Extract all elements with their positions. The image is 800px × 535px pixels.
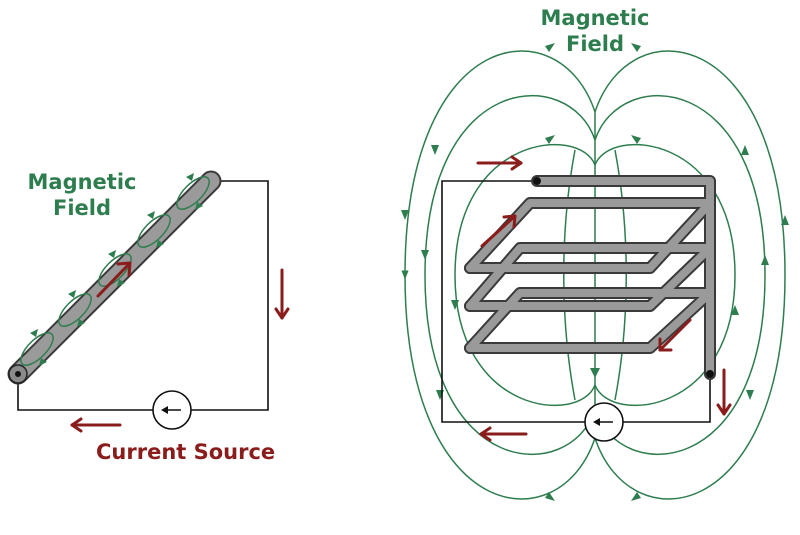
field-line bbox=[594, 95, 766, 455]
current-arrow-down bbox=[274, 268, 290, 320]
field-ring bbox=[137, 214, 171, 248]
current-arrow-coil-up bbox=[480, 214, 517, 248]
right-circuit bbox=[441, 180, 711, 423]
current-arrow-top bbox=[476, 155, 523, 171]
field-line bbox=[594, 50, 786, 500]
right-current-source bbox=[584, 402, 624, 442]
left-current-arrows bbox=[70, 261, 290, 433]
left-field-label-line1: Magnetic bbox=[27, 170, 137, 194]
right-field-label-line2: Field bbox=[565, 32, 625, 56]
current-source-label: Current Source bbox=[96, 440, 276, 464]
left-field-ring-arrows bbox=[30, 173, 203, 366]
left-circuit-return-wire bbox=[17, 374, 153, 411]
left-current-source bbox=[152, 390, 192, 430]
left-field-label-line2: Field bbox=[52, 196, 112, 220]
field-ring bbox=[98, 253, 132, 287]
current-arrow-left bbox=[70, 417, 122, 433]
right-circuit-wire bbox=[441, 180, 585, 423]
right-field-label: Magnetic Field bbox=[535, 5, 655, 57]
current-arrow-conductor bbox=[96, 261, 132, 298]
left-circuit bbox=[17, 180, 269, 411]
coil bbox=[464, 175, 716, 380]
field-line bbox=[424, 95, 596, 455]
current-arrow-coil-down bbox=[658, 318, 692, 352]
right-field-label-line1: Magnetic bbox=[540, 6, 650, 30]
left-field-rings bbox=[20, 176, 210, 366]
right-field-lines bbox=[401, 50, 786, 500]
field-ring bbox=[176, 176, 210, 210]
current-arrow-bottom bbox=[479, 426, 528, 442]
right-circuit-return-wire bbox=[623, 374, 711, 423]
field-ring bbox=[58, 293, 92, 327]
left-field-label: Magnetic Field bbox=[22, 169, 142, 221]
field-line bbox=[594, 143, 736, 407]
field-line bbox=[401, 50, 596, 500]
left-circuit-wire bbox=[190, 180, 269, 411]
field-line bbox=[614, 149, 627, 401]
field-line bbox=[563, 149, 576, 401]
current-arrow-right-down bbox=[716, 368, 732, 416]
field-ring bbox=[20, 332, 54, 366]
right-current-arrows bbox=[476, 155, 732, 442]
field-line bbox=[454, 143, 596, 407]
